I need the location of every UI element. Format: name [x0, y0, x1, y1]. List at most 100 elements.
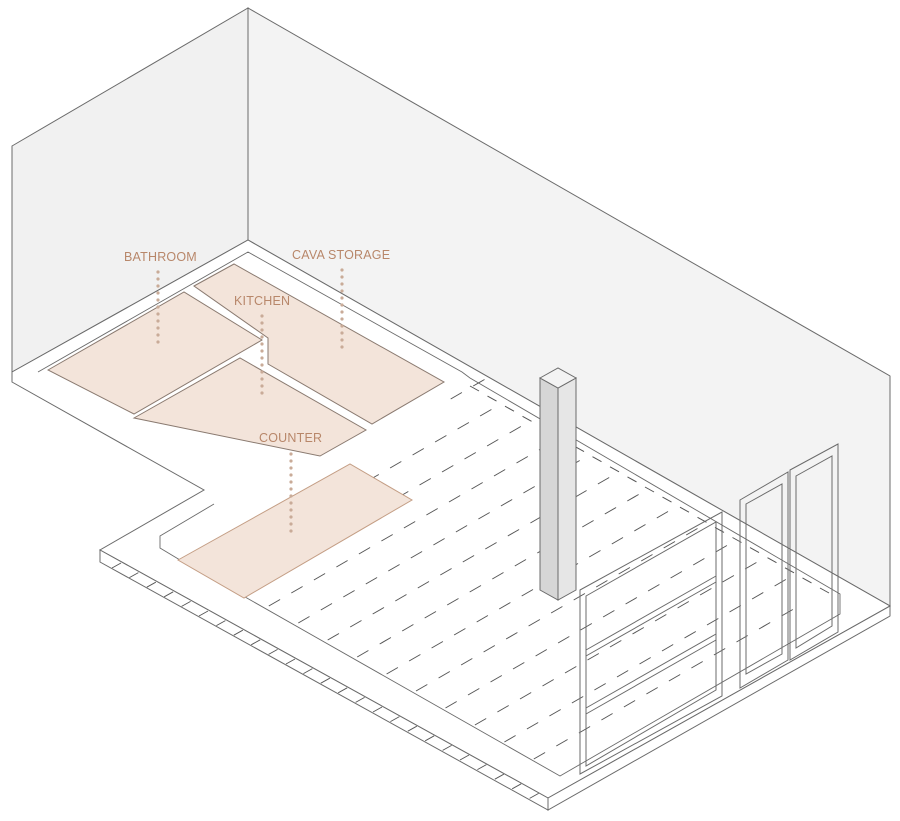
floor-tile-dash [349, 620, 362, 628]
leader-dot [260, 370, 264, 374]
floor-tile-dash [320, 603, 333, 611]
floor-tile-dash [464, 452, 477, 460]
floor-tile-dash [381, 534, 393, 542]
floor-tile-dash [313, 573, 326, 581]
floor-tile-dash [433, 538, 445, 546]
floor-tile-dash [408, 654, 421, 662]
floor-tile-dash [661, 644, 674, 652]
counter-label: COUNTER [259, 431, 322, 445]
floor-tile-dash [493, 469, 506, 477]
leader-dot [260, 356, 264, 360]
floor-tile-dash [504, 735, 516, 743]
floor-inner-border [37, 251, 841, 777]
floor-tile-dash [460, 658, 473, 666]
floor-tile-dash [781, 609, 794, 617]
floor-tile-dash [505, 632, 518, 640]
floor-tile-dash [595, 580, 608, 588]
floor-tile-dash [573, 593, 586, 601]
floor-tile-dash [729, 605, 742, 613]
floor-tile-dash [623, 700, 636, 708]
leader-dot [340, 345, 344, 349]
leader-dot [340, 324, 344, 328]
floor-tile-dash [550, 606, 563, 614]
leader-dot [289, 466, 293, 470]
leader-dot [340, 331, 344, 335]
leader-dot [340, 303, 344, 307]
floor-tile-dash [533, 752, 546, 760]
floor-tile-dash [514, 559, 527, 567]
leader-dot [289, 459, 293, 463]
leader-dot [289, 522, 293, 526]
floor-tile-dash [410, 551, 423, 559]
floor-tile-dash [467, 688, 480, 696]
floor-tile-dash [504, 405, 515, 412]
edge-tick [407, 725, 418, 732]
door-frame-2-inner [795, 455, 833, 649]
floor-tile-dash [646, 687, 658, 695]
label-leaders [156, 268, 344, 533]
leader-dot [340, 296, 344, 300]
floor-tile-dash [343, 590, 355, 598]
floor-tile-dash [715, 545, 728, 553]
floor-tile-dash [457, 422, 470, 430]
cava-storage-leader [340, 268, 344, 349]
leader-dot [289, 529, 293, 533]
edge-tick [494, 773, 505, 780]
floor-tile-dash [601, 713, 613, 721]
floor-tile-dash [401, 624, 414, 632]
floor-tile-dash [336, 560, 348, 568]
edge-tick [163, 591, 174, 598]
leader-dot [289, 480, 293, 484]
leader-dot [260, 335, 264, 339]
floor-tile-dash [450, 392, 463, 400]
floor-tile-dash [644, 486, 655, 493]
floor-tile-dash [486, 439, 499, 447]
floor-tile-dash [582, 520, 594, 528]
floor-tile-dash [634, 524, 646, 532]
floor-tile-dash [509, 426, 522, 434]
floor-tile-dash [507, 529, 520, 537]
floor-tile-dash [298, 616, 310, 624]
floor-tile-dash [632, 627, 645, 635]
floor-tile-dash [609, 640, 622, 648]
floor-tile-dash [663, 541, 676, 549]
edge-tick [198, 610, 209, 617]
floor-tile-dash [774, 579, 787, 587]
floor-tile-dash [472, 379, 485, 387]
floor-tile-dash [611, 537, 624, 545]
floor-tile-dash [356, 650, 369, 658]
floor-tile-dash [438, 671, 451, 679]
floor-tile-dash [469, 585, 482, 593]
edge-tick [129, 572, 139, 578]
edge-tick [181, 601, 191, 607]
cava-storage-zone [193, 263, 446, 425]
floor-tile-dash [625, 597, 638, 605]
floor-tile-dash [417, 581, 430, 589]
floor-tile-dash [441, 465, 454, 473]
floor-tile-dash [578, 726, 591, 734]
edge-tick [303, 668, 313, 674]
floor-tile-dash [604, 507, 617, 515]
floor-tile-dash [627, 494, 639, 502]
zone-labels: BATHROOM CAVA STORAGE KITCHEN COUNTER [124, 248, 390, 445]
floor-tile-dash [691, 661, 703, 669]
floor-tile-dash [365, 577, 378, 585]
edge-tick [372, 706, 383, 713]
floor-tile-dash [415, 684, 428, 692]
partition-frame-outer [579, 511, 723, 775]
column-top [538, 367, 578, 389]
floor-tile-dash [722, 575, 735, 583]
floor-tile-dash [386, 667, 399, 675]
counter-zone [176, 463, 413, 599]
floor-tile-dash [670, 571, 683, 579]
leader-dot [340, 268, 344, 272]
floor-tile-dash [647, 584, 660, 592]
floor-tile-dash [498, 602, 511, 610]
leader-dot [260, 349, 264, 353]
floor-tile-dash [526, 722, 539, 730]
floor-tile-dash [419, 478, 432, 486]
edge-tick [390, 716, 400, 722]
leader-dot [260, 363, 264, 367]
floor-tile-dash [549, 709, 561, 717]
edge-tick [111, 562, 122, 569]
